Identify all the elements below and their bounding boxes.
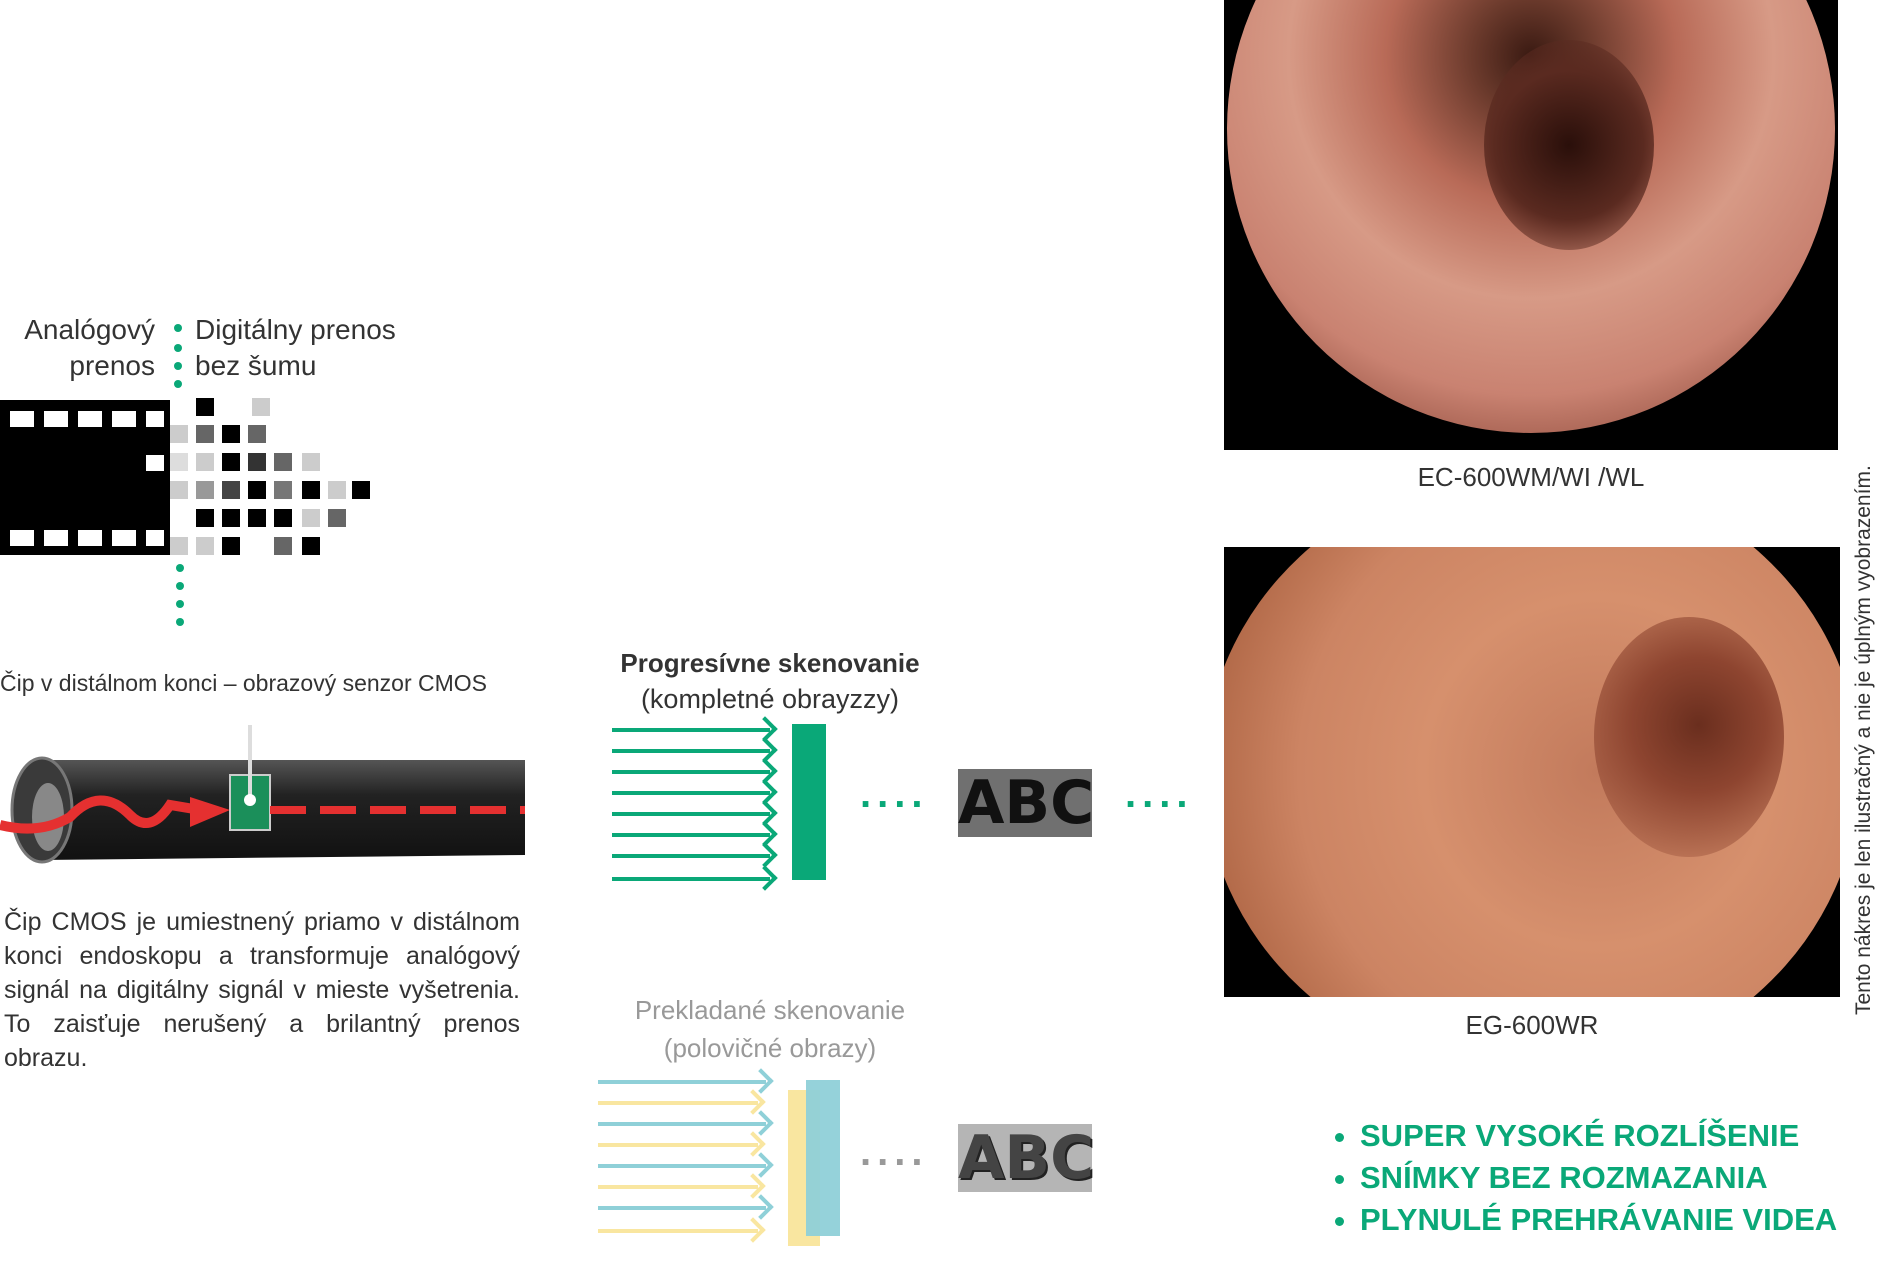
- endoscope-tube-graphic: [0, 725, 525, 864]
- feature-list: SUPER VYSOKÉ ROZLÍŠENIE SNÍMKY BEZ ROZMA…: [1330, 1115, 1837, 1241]
- caption-colon-image: EC-600WM/WI /WL: [1417, 462, 1645, 492]
- feature-item: PLYNULÉ PREHRÁVANIE VIDEA: [1360, 1199, 1837, 1241]
- chip-description: Čip CMOS je umiestnený priamo v distálno…: [4, 908, 520, 1072]
- chip-title: Čip v distálnom konci – obrazový senzor …: [0, 670, 488, 696]
- feature-item: SUPER VYSOKÉ ROZLÍŠENIE: [1360, 1115, 1837, 1157]
- progressive-title: Progresívne skenovanie: [620, 648, 920, 678]
- progressive-subtitle: (kompletné obrayzzy): [640, 684, 900, 714]
- progressive-sample: ABC: [958, 768, 1095, 838]
- interlaced-sample: ABC: [958, 1123, 1095, 1193]
- interlaced-arrows: [598, 1080, 768, 1240]
- film-to-pixels-graphic: [0, 398, 370, 555]
- analog-digital-divider: [172, 324, 184, 626]
- caption-stomach-image: EG-600WR: [1465, 1010, 1599, 1040]
- endoscopy-image-colon: [1224, 0, 1838, 450]
- interlaced-ellipsis: ....: [860, 1130, 929, 1174]
- endoscopy-image-stomach: [1224, 547, 1840, 997]
- disclaimer: Tento nákres je len ilustračný a nie je …: [1852, 465, 1875, 1015]
- feature-item: SNÍMKY BEZ ROZMAZANIA: [1360, 1157, 1837, 1199]
- digital-label: Digitálny prenos bez šumu: [195, 314, 396, 381]
- analog-label: Analógový prenos: [24, 314, 155, 381]
- progressive-ellipsis-1: ....: [860, 772, 929, 816]
- progressive-frame: [792, 724, 826, 880]
- interlaced-subtitle: (polovičné obrazy): [663, 1033, 877, 1063]
- progressive-arrows: [612, 728, 772, 888]
- interlaced-frame-teal: [806, 1080, 840, 1236]
- progressive-ellipsis-2: ....: [1125, 772, 1194, 816]
- interlaced-title: Prekladané skenovanie: [634, 995, 906, 1025]
